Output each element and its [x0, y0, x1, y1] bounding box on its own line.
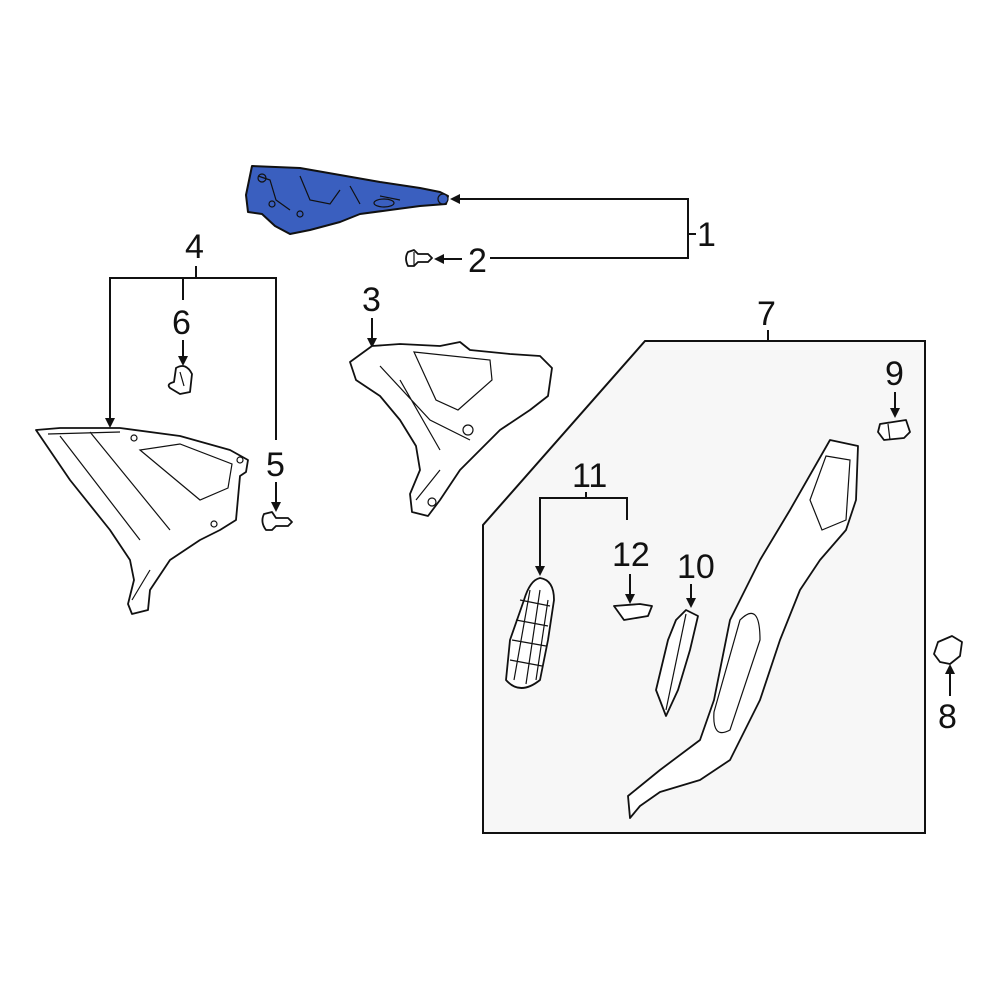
svg-text:5: 5: [266, 446, 285, 484]
clip-part-9[interactable]: [877, 419, 911, 441]
callout-2: 2: [434, 242, 487, 280]
svg-text:12: 12: [612, 536, 650, 574]
callout-9: 9: [885, 355, 904, 418]
callout-10: 10: [677, 548, 715, 608]
svg-text:10: 10: [677, 548, 715, 586]
clip-part-8[interactable]: [933, 635, 963, 665]
callout-5: 5: [266, 446, 285, 512]
callout-4: 4: [105, 228, 277, 440]
svg-text:3: 3: [362, 281, 381, 319]
push-clip-part-5[interactable]: [261, 511, 293, 531]
callout-3: 3: [362, 281, 381, 348]
svg-text:7: 7: [757, 295, 776, 333]
vent-grille-part-11[interactable]: [505, 577, 555, 689]
highlighted-trim-panel[interactable]: [245, 165, 449, 235]
svg-text:11: 11: [572, 457, 607, 495]
clip-part-2[interactable]: [405, 249, 433, 267]
svg-text:1: 1: [697, 216, 716, 254]
retainer-part-6[interactable]: [167, 365, 193, 395]
callout-12: 12: [612, 536, 650, 604]
svg-text:9: 9: [885, 355, 904, 393]
svg-text:2: 2: [468, 242, 487, 280]
callout-6: 6: [172, 304, 191, 366]
svg-text:4: 4: [185, 228, 204, 266]
quarter-trim-panel-part-4[interactable]: [35, 427, 249, 615]
callout-11: 11: [535, 457, 628, 576]
callout-1: 1: [450, 194, 716, 259]
inner-bracket-part-3[interactable]: [349, 341, 553, 517]
cover-strip-part-10[interactable]: [655, 609, 699, 717]
group-box-7: [482, 330, 926, 834]
callout-7: 7: [757, 295, 776, 333]
pillar-trim-part-7[interactable]: [627, 439, 859, 819]
clip-part-12[interactable]: [613, 603, 653, 621]
svg-text:8: 8: [938, 698, 957, 736]
callout-8: 8: [938, 664, 957, 736]
svg-text:6: 6: [172, 304, 191, 342]
